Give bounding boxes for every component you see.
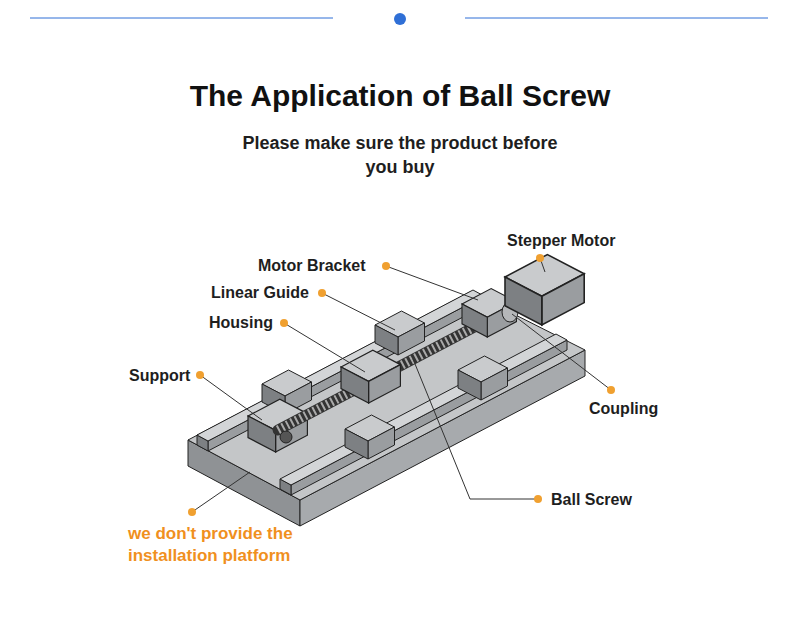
subtitle: Please make sure the product before you … (240, 131, 560, 179)
note: we don't provide the installation platfo… (128, 523, 324, 567)
page-title: The Application of Ball Screw (0, 78, 800, 114)
part-label: Ball Screw (551, 490, 632, 509)
linear-rail (280, 334, 567, 495)
stepper-motor (505, 255, 584, 325)
part-label: Linear Guide (211, 283, 309, 302)
header-rule (465, 18, 768, 19)
part-label: Housing (209, 313, 273, 332)
part-label: Stepper Motor (507, 231, 615, 250)
header-dot (394, 13, 406, 25)
guide-block (458, 356, 508, 400)
part-label: Motor Bracket (258, 256, 366, 275)
screw-thread (278, 322, 484, 430)
platform (188, 292, 585, 526)
header-rule (30, 18, 333, 19)
guide-block (375, 311, 425, 355)
part-label: Support (129, 366, 190, 385)
nut-housing (341, 350, 400, 403)
guide-block (345, 415, 395, 459)
part-label: Coupling (589, 399, 658, 418)
screw-shaft (278, 322, 484, 430)
leader-lines (192, 258, 611, 512)
leader-dots (188, 254, 615, 516)
screw-end (280, 431, 292, 443)
